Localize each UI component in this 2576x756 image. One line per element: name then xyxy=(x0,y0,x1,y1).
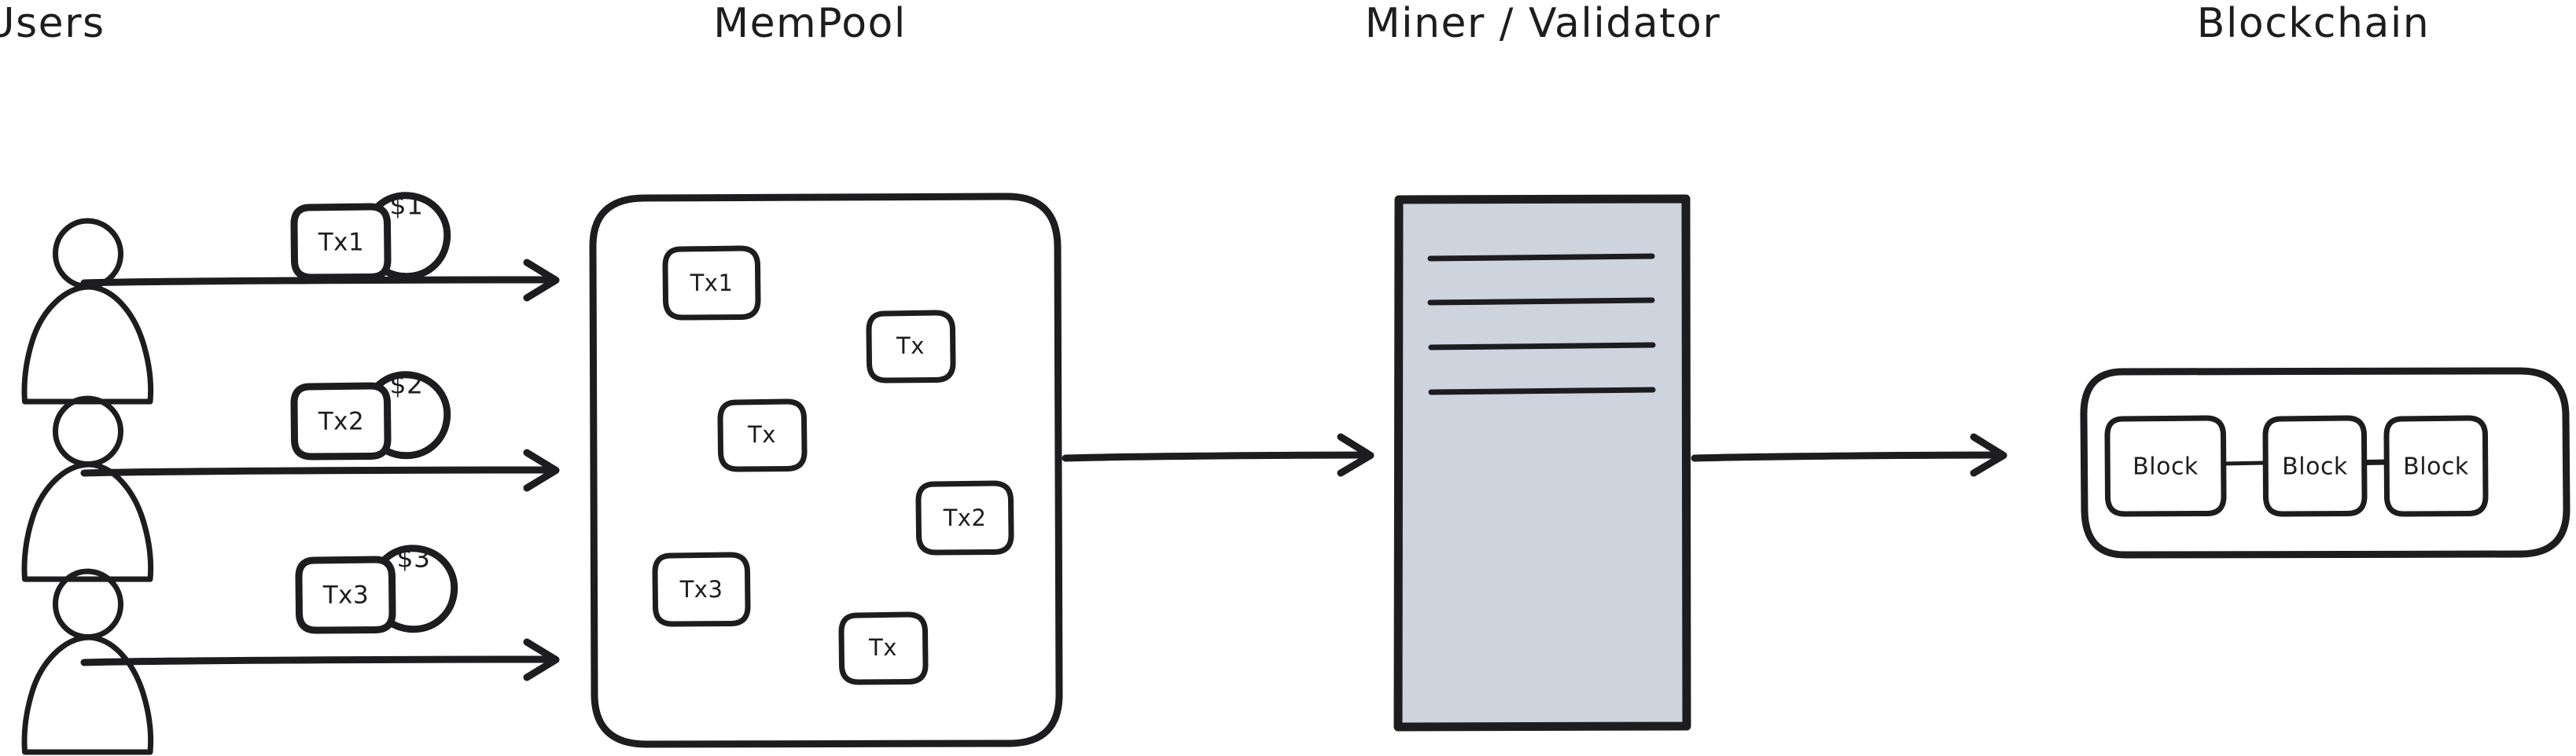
mempool-tx-box: Tx3 xyxy=(652,552,751,627)
tx-badge-1-label: Tx1 xyxy=(318,229,365,257)
fee-coin-1-label: $1 xyxy=(390,190,424,221)
fee-coin-2-label: $2 xyxy=(390,369,424,400)
mempool-tx-label: Tx xyxy=(868,634,897,661)
block-label: Block xyxy=(2403,453,2469,481)
column-title-blockchain: Blockchain xyxy=(2197,0,2430,47)
fee-coin-3-label: $3 xyxy=(397,543,431,574)
mempool-tx-label: Tx xyxy=(896,332,925,359)
block-box: Block xyxy=(2262,415,2368,517)
column-title-mempool: MemPool xyxy=(713,0,907,47)
user-row-2: $2 Tx2 xyxy=(21,369,560,582)
tx-badge-3: Tx3 xyxy=(295,556,396,634)
mempool-tx-box: Tx1 xyxy=(662,245,761,321)
column-title-miner: Miner / Validator xyxy=(1365,0,1720,47)
block-label: Block xyxy=(2282,453,2348,481)
tx-badge-3-label: Tx3 xyxy=(322,582,370,610)
mempool-tx-label: Tx xyxy=(747,421,776,448)
mempool-container: Tx1 Tx Tx Tx2 Tx3 xyxy=(589,193,1063,748)
arrow-miner-to-blockchain xyxy=(1691,433,2007,477)
arrow-user-2-to-mempool xyxy=(80,449,560,492)
block-label: Block xyxy=(2133,453,2199,481)
miner-block xyxy=(1393,194,1691,732)
arrow-user-1-to-mempool xyxy=(80,259,560,302)
block-box: Block xyxy=(2104,415,2227,517)
blockchain-container: Block Block Block xyxy=(2080,367,2570,559)
mempool-tx-box: Tx xyxy=(838,611,929,685)
mempool-tx-label: Tx1 xyxy=(690,270,734,296)
column-titles: Users MemPool Miner / Validator Blockcha… xyxy=(0,0,2430,47)
column-title-users: Users xyxy=(0,0,105,47)
mempool-tx-box: Tx xyxy=(717,398,808,472)
mempool-tx-label: Tx2 xyxy=(943,505,987,531)
user-row-1: $1 Tx1 xyxy=(21,190,560,405)
user-avatar-icon xyxy=(21,218,154,405)
arrow-user-3-to-mempool xyxy=(80,638,560,681)
miner-content-lines xyxy=(1427,253,1656,395)
block-box: Block xyxy=(2383,415,2489,517)
mempool-tx-label: Tx3 xyxy=(679,576,723,603)
tx-badge-1: Tx1 xyxy=(290,203,392,281)
mempool-tx-box: Tx xyxy=(866,310,956,384)
tx-badge-2-label: Tx2 xyxy=(318,408,365,436)
arrow-mempool-to-miner xyxy=(1062,433,1374,477)
mempool-tx-box: Tx2 xyxy=(915,480,1014,556)
user-avatar-icon xyxy=(21,395,154,582)
users-column: $1 Tx1 $2 xyxy=(21,190,560,755)
tx-badge-2: Tx2 xyxy=(290,382,392,461)
user-row-3: $3 Tx3 xyxy=(21,543,560,755)
